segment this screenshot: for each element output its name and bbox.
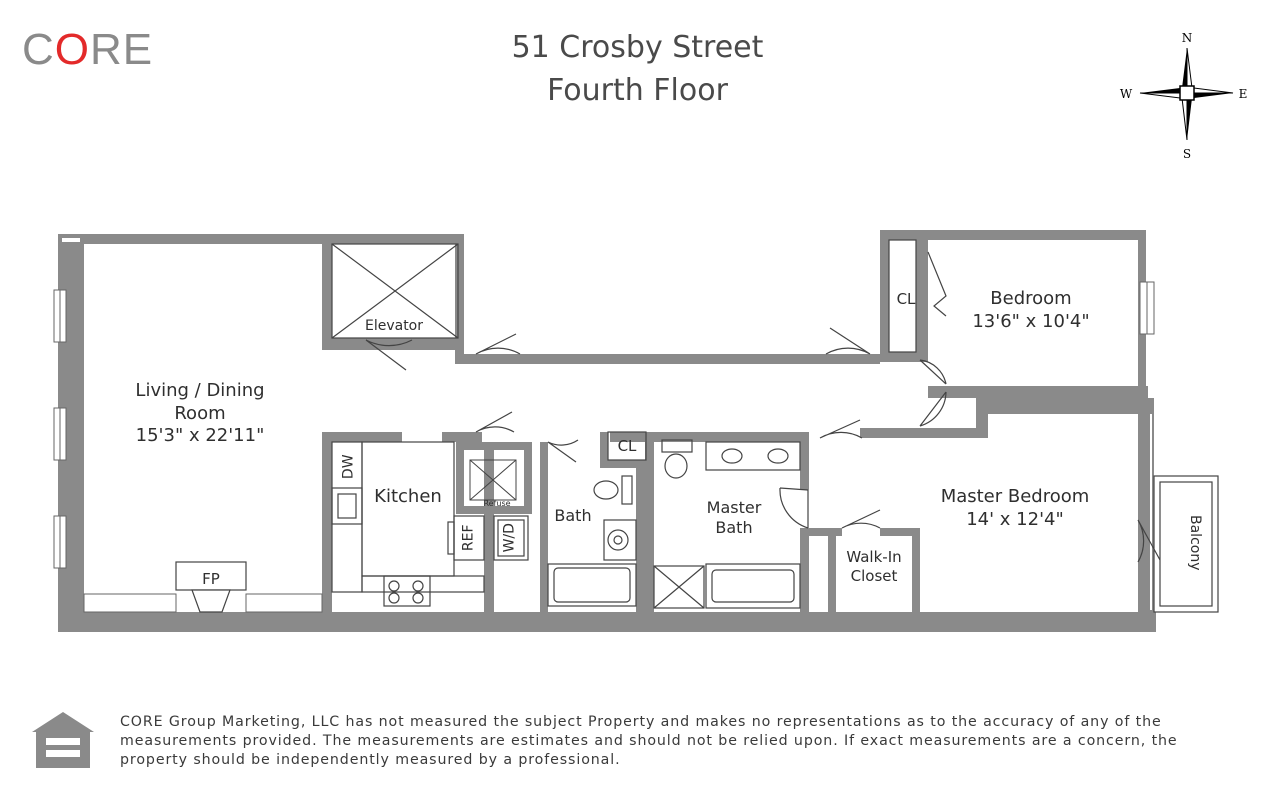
- living-room-name1: Living / Dining: [135, 380, 265, 401]
- bedroom-dims: 13'6" x 10'4": [972, 310, 1090, 332]
- washer-dryer-label: W/D: [501, 523, 518, 553]
- balcony-label: Balcony: [1186, 515, 1203, 571]
- refuse-label: Refuse: [483, 499, 511, 508]
- refrigerator-label: REF: [460, 524, 477, 552]
- compass-w: W: [1120, 87, 1133, 101]
- master-bedroom-dims: 14' x 12'4": [966, 508, 1064, 530]
- core-logo: CORE: [22, 25, 154, 74]
- hall-closet-label: CL: [617, 437, 637, 455]
- living-room-name2: Room: [174, 402, 226, 424]
- master-bath-name1: Master: [706, 498, 762, 517]
- living-room-label: Living / Dining Room 15'3" x 22'11": [110, 380, 290, 448]
- compass-e: E: [1239, 87, 1248, 101]
- master-bath-name2: Bath: [715, 518, 753, 537]
- walk-in-closet-label: Walk-In Closet: [836, 548, 912, 586]
- bedroom-closet-label: CL: [896, 290, 916, 308]
- fireplace-label: FP: [202, 570, 220, 588]
- bedroom-label: Bedroom 13'6" x 10'4": [956, 288, 1106, 333]
- living-room-dims: 15'3" x 22'11": [135, 425, 265, 446]
- bedroom-name: Bedroom: [990, 288, 1072, 309]
- walk-in-name2: Closet: [850, 566, 898, 585]
- elevator-label: Elevator: [364, 318, 424, 334]
- compass-rose-icon: N S W E: [1120, 31, 1248, 161]
- master-bedroom-label: Master Bedroom 14' x 12'4": [920, 486, 1110, 531]
- compass-s: S: [1183, 147, 1191, 161]
- walk-in-name1: Walk-In: [846, 548, 902, 566]
- compass-n: N: [1182, 31, 1193, 45]
- equal-housing-icon: [32, 712, 94, 768]
- kitchen-label: Kitchen: [374, 486, 442, 507]
- floor-title: Fourth Floor: [547, 73, 728, 108]
- dishwasher-label: DW: [340, 454, 357, 480]
- master-bedroom-name: Master Bedroom: [940, 486, 1090, 507]
- bath-label: Bath: [554, 506, 592, 525]
- address-title: 51 Crosby Street: [511, 30, 764, 65]
- disclaimer-text: CORE Group Marketing, LLC has not measur…: [120, 714, 1178, 768]
- master-bath-label: Master Bath: [694, 498, 774, 538]
